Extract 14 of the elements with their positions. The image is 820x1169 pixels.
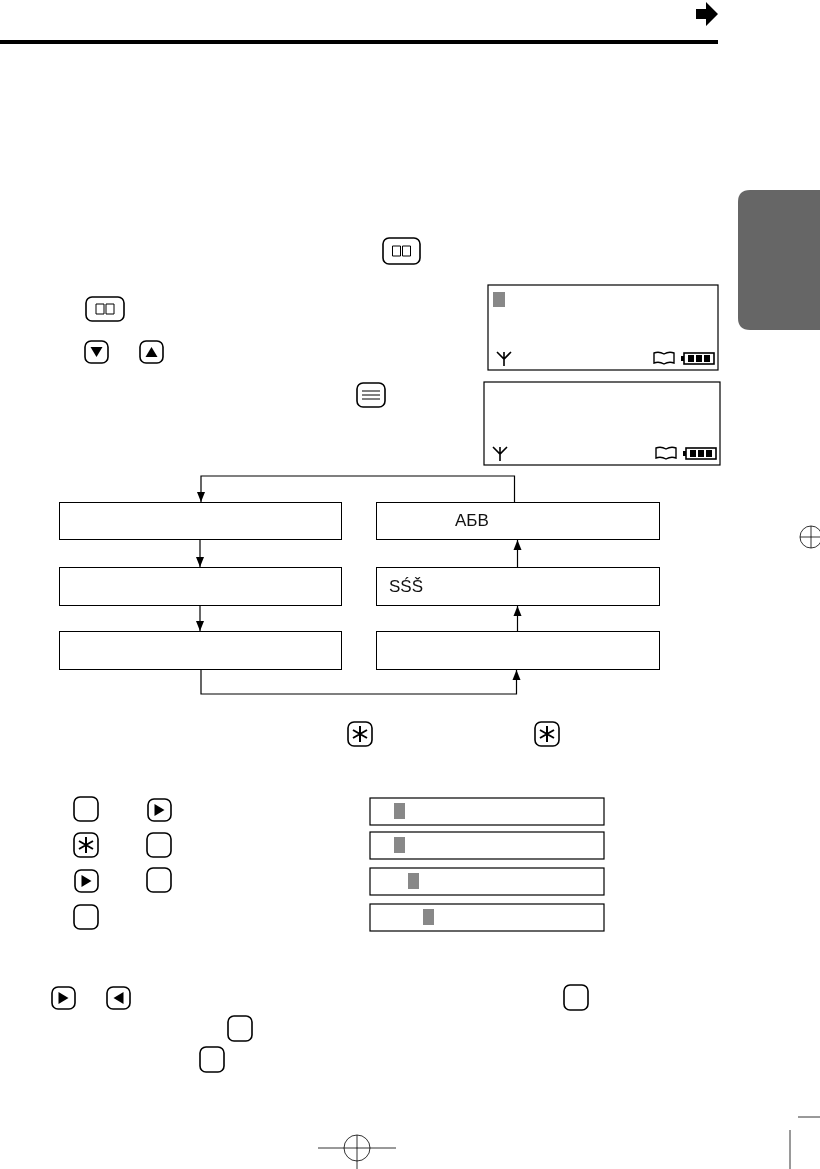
arrow xyxy=(197,475,516,503)
screen-box xyxy=(59,502,342,540)
screen-box xyxy=(376,502,660,540)
character-set-text: SŚŠ xyxy=(389,576,424,597)
arrow xyxy=(200,669,521,695)
screen-box xyxy=(59,567,342,606)
arrow xyxy=(513,605,522,632)
arrow xyxy=(196,539,204,568)
screen-box xyxy=(59,631,342,670)
arrow xyxy=(513,539,522,568)
screen-box xyxy=(376,631,660,670)
arrow xyxy=(196,605,204,632)
screen-box xyxy=(376,567,660,606)
character-set-text: АБВ xyxy=(455,511,489,531)
